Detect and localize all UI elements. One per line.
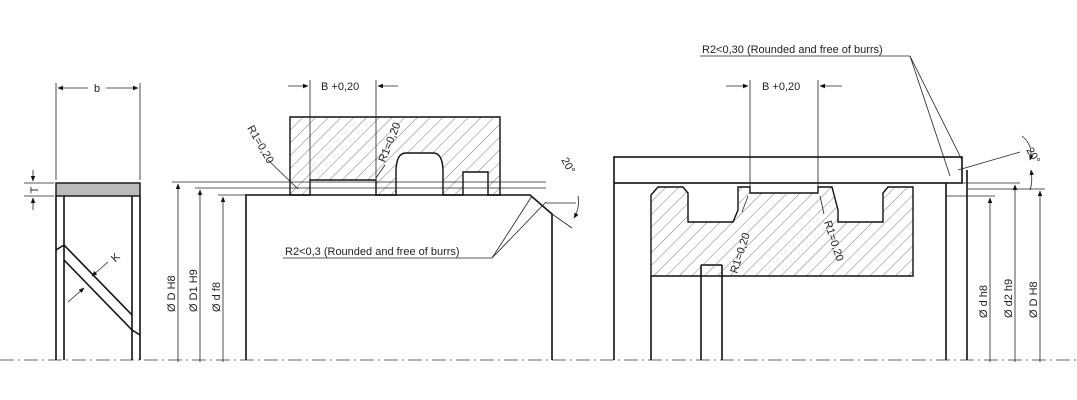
label-R2-left: R2<0,3 (Rounded and free of burrs) [285,246,460,258]
label-D-H8-left: Ø D H8 [166,275,178,312]
label-d-f8: Ø d f8 [211,282,223,312]
label-R2-right: R2<0,30 (Rounded and free of burrs) [702,44,883,56]
label-B-left: B +0,20 [321,81,359,93]
label-R1-left-a: R1=0,20 [244,124,275,166]
label-B-right: B +0,20 [762,81,800,93]
label-D1-H9: Ø D1 H9 [188,269,200,312]
label-d2-h9: Ø d2 h9 [1003,279,1015,318]
label-D-H8-right: Ø D H8 [1028,281,1040,318]
diameter-dimensions-right: Ø d h8 Ø d2 h9 Ø D H8 [946,182,1045,362]
rod-assembly [613,156,968,360]
label-20deg-right: 20° [1023,146,1042,166]
leader-r1-right-a [741,195,749,213]
housing-plate [613,156,963,184]
note-r2-left: R2<0,3 (Rounded and free of burrs) [283,195,547,259]
label-K: K [109,251,123,265]
label-T: T [29,186,41,193]
leader-r1-left-a [267,159,299,190]
diameter-dimensions-left: Ø D H8 Ø D1 H9 Ø d f8 [166,181,546,362]
dimension-B-left: B +0,20 [288,80,398,195]
angle-20-right: 20° [957,135,1042,191]
leader-r1-left-b [375,164,386,179]
leader-r1-right-b [819,195,825,215]
label-b: b [94,83,100,95]
dimension-b: b [55,80,141,180]
note-r2-right: R2<0,30 (Rounded and free of burrs) [700,44,963,177]
label-d-h8: Ø d h8 [978,285,990,318]
seal-ring-section [55,182,141,360]
dimension-T: T [24,170,54,210]
seal-face-band [55,182,141,197]
angle-20-left: 20° [546,156,579,229]
piston-assembly [245,116,553,360]
rod-seal-cross-section [650,186,914,277]
label-20deg-left: 20° [558,156,577,176]
dimension-B-right: B +0,20 [726,80,842,193]
